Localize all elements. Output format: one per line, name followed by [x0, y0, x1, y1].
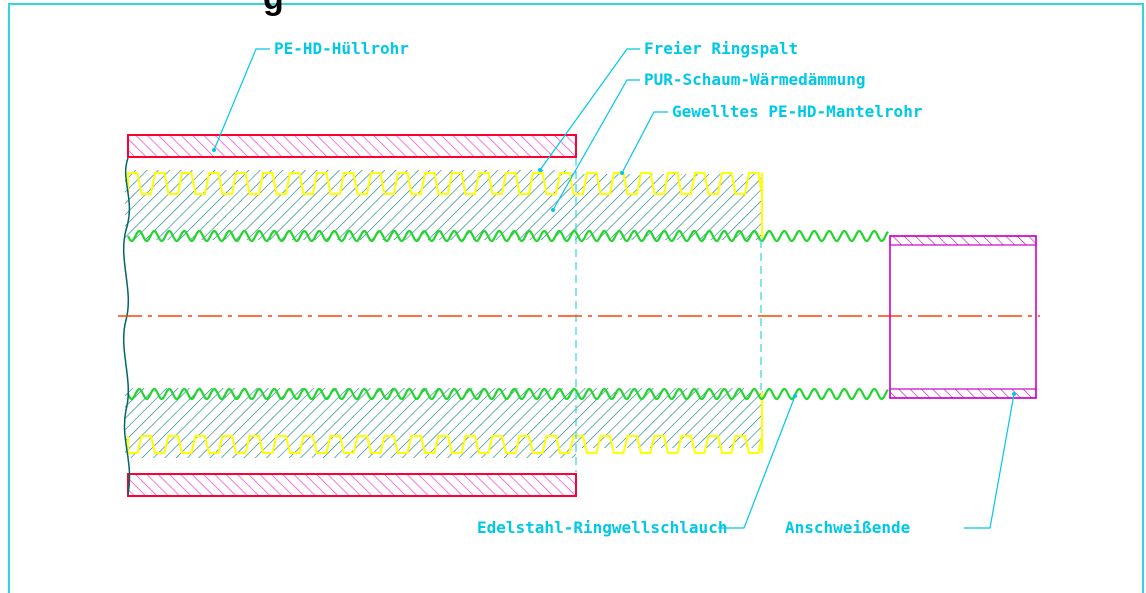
- leader-ringspalt: [539, 48, 640, 171]
- leader-dot-huellrohr: [212, 148, 216, 152]
- anschweissende: [889, 235, 1037, 399]
- label-huellrohr: PE-HD-Hüllrohr: [274, 39, 409, 58]
- huellrohr-bottom: [127, 473, 577, 497]
- mantelrohr-top: [127, 172, 763, 195]
- edelstahl-bottom: [127, 387, 889, 401]
- break-line: [122, 157, 131, 496]
- pur-insulation-top: [125, 170, 763, 240]
- leader-dot-pur: [551, 208, 555, 212]
- blank-top: [576, 158, 766, 174]
- label-pur: PUR-Schaum-Wärmedämmung: [644, 70, 866, 89]
- leader-anschweiss: [964, 393, 1015, 529]
- leader-huellrohr: [213, 48, 270, 151]
- pe-hd-huellrohr: [127, 134, 577, 497]
- frame-border: [8, 3, 1144, 593]
- leader-dot-ringspalt: [538, 168, 542, 172]
- label-mantelrohr: Gewelltes PE-HD-Mantelrohr: [672, 102, 922, 121]
- label-edelstahl: Edelstahl-Ringwellschlauch: [477, 518, 727, 537]
- blank-bottom: [576, 448, 766, 474]
- label-ringspalt: Freier Ringspalt: [644, 39, 798, 58]
- leader-dot-anschweiss: [1012, 392, 1016, 396]
- leader-edelstahl: [718, 395, 796, 529]
- leader-pur: [552, 79, 640, 211]
- title-fragment: g: [263, 0, 284, 15]
- leader-mantelrohr: [621, 111, 668, 174]
- leader-dot-edelstahl: [793, 394, 797, 398]
- huellrohr-top: [127, 134, 577, 158]
- leader-lines: [213, 48, 1015, 529]
- label-anschweiss: Anschweißende: [785, 518, 910, 537]
- mantelrohr-bottom: [127, 435, 763, 454]
- leader-dot-mantelrohr: [620, 171, 624, 175]
